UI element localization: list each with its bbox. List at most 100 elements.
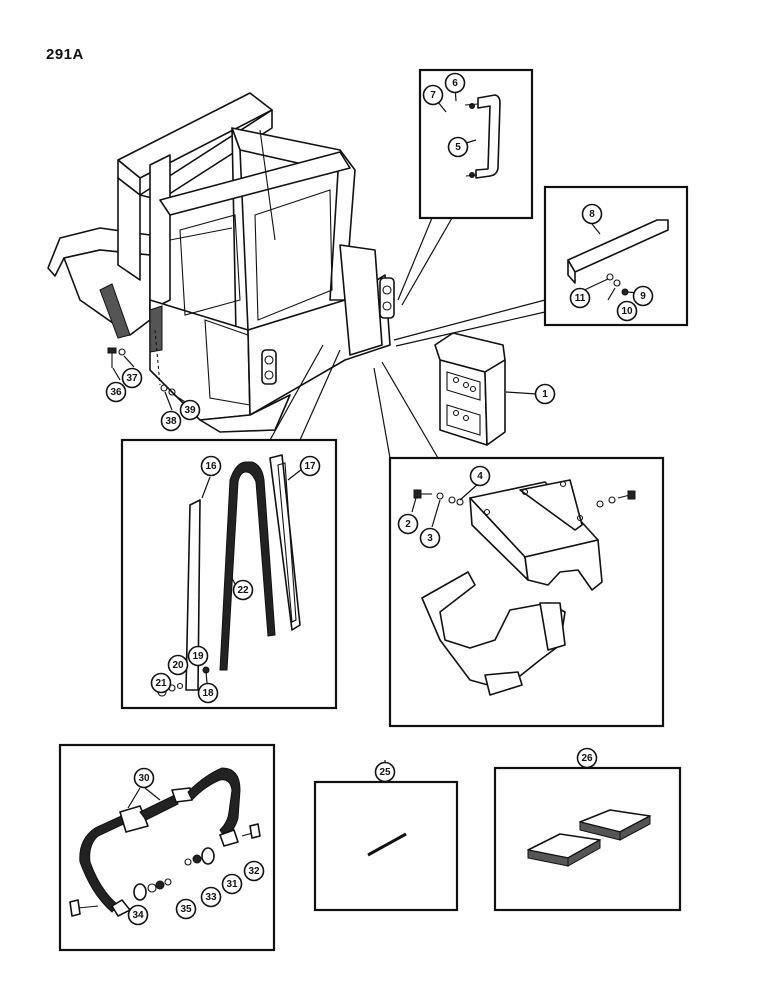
seat-belt	[79, 767, 241, 917]
callout-30: 30	[133, 767, 155, 789]
callout-18: 18	[197, 682, 219, 704]
callout-circle	[179, 399, 201, 421]
callout-9: 9	[632, 285, 654, 307]
callout-number: 22	[237, 585, 249, 596]
callout-number: 11	[575, 293, 586, 304]
door-seal-loop	[219, 461, 276, 671]
callout-circle	[419, 527, 441, 549]
callout-11: 11	[569, 287, 591, 309]
callout-35: 35	[175, 898, 197, 920]
callout-33: 33	[200, 886, 222, 908]
callout-number: 20	[172, 660, 184, 671]
callout-3: 3	[419, 527, 441, 549]
callout-circle	[105, 381, 127, 403]
callout-circle	[197, 682, 219, 704]
callout-number: 18	[202, 688, 214, 699]
callout-39: 39	[179, 399, 201, 421]
callout-7: 7	[422, 84, 444, 106]
callout-circle	[121, 367, 143, 389]
callout-circle	[167, 654, 189, 676]
callout-10: 10	[616, 300, 638, 322]
callout-number: 7	[430, 90, 436, 101]
callout-5: 5	[447, 136, 469, 158]
grab-handle	[464, 94, 501, 179]
callout-circle	[221, 873, 243, 895]
callout-36: 36	[105, 381, 127, 403]
callout-34: 34	[127, 904, 149, 926]
callout-circle	[576, 747, 598, 769]
callout-25: 25	[374, 761, 396, 783]
callout-number: 34	[132, 910, 144, 921]
callout-circle	[299, 455, 321, 477]
pin	[367, 832, 407, 857]
callout-20: 20	[167, 654, 189, 676]
callout-number: 21	[155, 678, 167, 689]
toolbox	[434, 332, 506, 446]
callout-circle	[133, 767, 155, 789]
callout-circle	[397, 513, 419, 535]
callout-number: 35	[180, 904, 192, 915]
seal-strip-left	[185, 499, 201, 691]
callout-17: 17	[299, 455, 321, 477]
trim-strip	[567, 219, 669, 284]
step-mount-bracket	[421, 571, 566, 696]
callout-circle	[534, 383, 556, 405]
callout-circle	[232, 579, 254, 601]
callout-circle	[569, 287, 591, 309]
callout-number: 37	[126, 373, 138, 384]
callout-16: 16	[200, 455, 222, 477]
callout-32: 32	[243, 860, 265, 882]
callout-number: 19	[192, 651, 204, 662]
callout-number: 1	[542, 389, 548, 400]
cab-frame	[47, 92, 395, 433]
callout-38: 38	[160, 410, 182, 432]
callout-number: 5	[455, 142, 461, 153]
callout-number: 39	[184, 405, 196, 416]
callout-number: 16	[205, 461, 217, 472]
callout-number: 4	[477, 471, 483, 482]
step-plate	[469, 479, 603, 591]
seatbelt-panel	[58, 743, 276, 952]
callout-circle	[444, 72, 466, 94]
callout-circle	[632, 285, 654, 307]
callout-number: 30	[138, 773, 150, 784]
callout-number: 31	[226, 879, 238, 890]
callout-circle	[469, 465, 491, 487]
callout-circle	[374, 761, 396, 783]
callout-circle	[150, 672, 172, 694]
callout-4: 4	[469, 465, 491, 487]
callout-number: 33	[205, 892, 217, 903]
callout-21: 21	[150, 672, 172, 694]
callout-circle	[175, 898, 197, 920]
callout-circle	[127, 904, 149, 926]
callout-number: 36	[110, 387, 122, 398]
callout-number: 38	[165, 416, 177, 427]
callout-2: 2	[397, 513, 419, 535]
callout-number: 32	[248, 866, 260, 877]
callout-number: 3	[427, 533, 433, 544]
callout-circle	[200, 455, 222, 477]
callout-number: 2	[405, 519, 411, 530]
callout-number: 10	[621, 306, 633, 317]
pads	[527, 809, 651, 867]
callout-number: 8	[589, 209, 595, 220]
callout-6: 6	[444, 72, 466, 94]
callout-1: 1	[534, 383, 556, 405]
callout-number: 6	[452, 78, 458, 89]
molding-panel	[543, 185, 689, 327]
callout-26: 26	[576, 747, 598, 769]
page-title: 291A	[46, 46, 84, 63]
callout-circle	[581, 203, 603, 225]
callout-circle	[187, 645, 209, 667]
callout-circle	[200, 886, 222, 908]
callout-8: 8	[581, 203, 603, 225]
callout-19: 19	[187, 645, 209, 667]
callout-number: 25	[379, 767, 391, 778]
callout-circle	[616, 300, 638, 322]
callout-37: 37	[121, 367, 143, 389]
callout-circle	[243, 860, 265, 882]
callout-31: 31	[221, 873, 243, 895]
callout-circle	[447, 136, 469, 158]
